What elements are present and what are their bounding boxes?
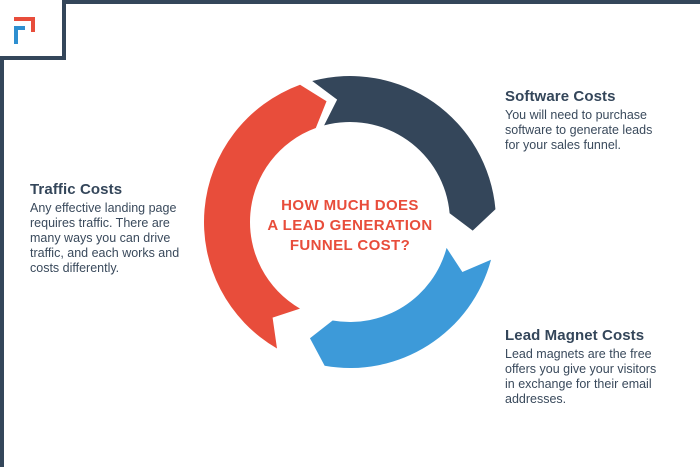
center-title-line-1: HOW MUCH DOES xyxy=(281,197,419,214)
traffic-costs-block: Traffic Costs Any effective landing page… xyxy=(30,181,210,276)
software-costs-description: You will need to purchase software to ge… xyxy=(505,108,653,152)
lead-magnet-costs-segment xyxy=(309,247,492,368)
traffic-costs-title: Traffic Costs xyxy=(30,181,123,198)
software-costs-block: Software Costs You will need to purchase… xyxy=(505,88,695,153)
software-costs-segment xyxy=(312,76,496,231)
traffic-costs-description: Any effective landing page requires traf… xyxy=(30,201,180,275)
center-title: HOW MUCH DOES A LEAD GENERATION FUNNEL C… xyxy=(255,196,445,256)
lead-magnet-costs-description: Lead magnets are the free offers you giv… xyxy=(505,347,657,406)
center-title-line-3: FUNNEL COST? xyxy=(289,237,411,254)
lead-magnet-costs-block: Lead Magnet Costs Lead magnets are the f… xyxy=(505,327,695,407)
frame-top-line xyxy=(62,0,700,4)
traffic-costs-segment xyxy=(204,84,327,349)
logo xyxy=(0,0,66,60)
logo-icon xyxy=(14,17,35,44)
center-title-line-2: A LEAD GENERATION xyxy=(267,217,433,234)
frame-left-line xyxy=(0,56,4,467)
lead-magnet-costs-title: Lead Magnet Costs xyxy=(505,327,645,344)
software-costs-title: Software Costs xyxy=(505,88,616,105)
